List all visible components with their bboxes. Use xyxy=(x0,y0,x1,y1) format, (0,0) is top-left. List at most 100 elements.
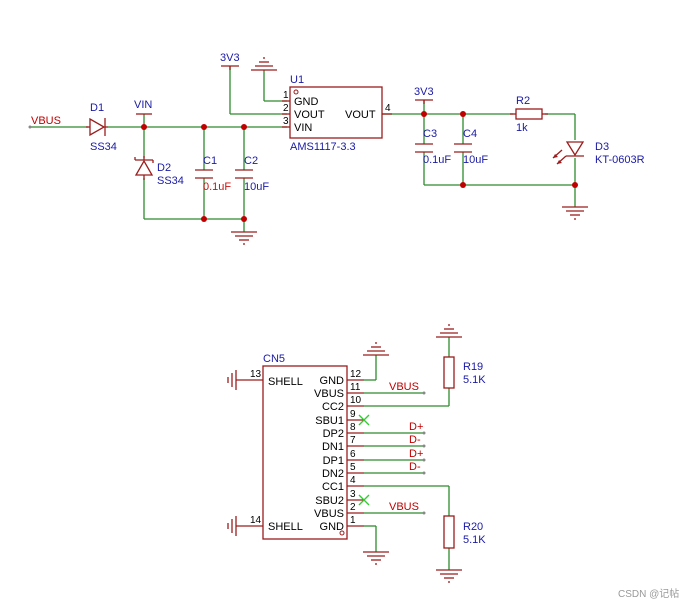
cn5-pin14-num: 14 xyxy=(250,515,262,526)
r2-ref: R2 xyxy=(516,95,530,107)
no-connect-sbu2 xyxy=(358,494,370,506)
capacitor-c1 xyxy=(195,169,213,179)
c4-value: 10uF xyxy=(463,154,488,166)
r20-value: 5.1K xyxy=(463,534,486,546)
ground-u1-top xyxy=(251,57,277,71)
c2-value: 10uF xyxy=(244,181,269,193)
d2-ref: D2 xyxy=(157,162,171,174)
net-label-dplus-pin6: D+ xyxy=(409,448,423,460)
watermark: CSDN @记帖 xyxy=(618,587,679,600)
ground-d3 xyxy=(562,206,588,220)
resistor-r20 xyxy=(443,515,455,549)
c1-value: 0.1uF xyxy=(203,181,231,193)
net-label-dplus-pin8: D+ xyxy=(409,421,423,433)
cn5-pin5-num: 5 xyxy=(350,462,356,473)
u1-pin1-name: GND xyxy=(294,96,319,108)
top-wires xyxy=(30,66,576,232)
u1-pin4-name: VOUT xyxy=(345,109,376,121)
power-flag-3v3-out xyxy=(415,99,433,104)
net-label-dminus-pin5: D- xyxy=(409,461,421,473)
cn5-pin13-name: SHELL xyxy=(268,376,303,388)
c2-ref: C2 xyxy=(244,155,258,167)
d3-ref: D3 xyxy=(595,141,609,153)
r19-value: 5.1K xyxy=(463,374,486,386)
u1-pin3-num: 3 xyxy=(283,116,289,127)
net-label-vbus-pin11: VBUS xyxy=(389,381,419,393)
capacitor-c2 xyxy=(235,169,253,179)
d3-value: KT-0603R xyxy=(595,154,645,166)
cn5-pin3-name: SBU2 xyxy=(315,495,344,507)
d2-value: SS34 xyxy=(157,175,184,187)
u1-value: AMS1117-3.3 xyxy=(290,141,356,153)
cn5-pin1-num: 1 xyxy=(350,515,356,526)
resistor-r19 xyxy=(443,356,455,389)
u1-pin4-num: 4 xyxy=(385,103,391,114)
r2-value: 1k xyxy=(516,122,528,134)
c1-ref: C1 xyxy=(203,155,217,167)
cn5-pin10-name: CC2 xyxy=(322,401,344,413)
net-label-vin: VIN xyxy=(134,99,152,111)
regulator-u1 xyxy=(282,86,392,139)
ground-cn5-top xyxy=(363,342,389,356)
net-label-dminus-pin7: D- xyxy=(409,434,421,446)
top-junctions xyxy=(141,111,578,222)
r19-ref: R19 xyxy=(463,361,483,373)
cn5-pin12-num: 12 xyxy=(350,369,362,380)
cn5-pin8-name: DP2 xyxy=(323,428,344,440)
c3-ref: C3 xyxy=(423,128,437,140)
u1-ref: U1 xyxy=(290,74,304,86)
cn5-pin13-num: 13 xyxy=(250,369,262,380)
d1-value: SS34 xyxy=(90,141,117,153)
cn5-pin8-num: 8 xyxy=(350,422,356,433)
cn5-right-stubs xyxy=(347,379,364,527)
c4-ref: C4 xyxy=(463,128,477,140)
ground-c2 xyxy=(231,231,257,245)
u1-pin1-num: 1 xyxy=(283,90,289,101)
cn5-pin11-num: 11 xyxy=(350,382,361,393)
cn5-pin4-num: 4 xyxy=(350,475,356,486)
c3-value: 0.1uF xyxy=(423,154,451,166)
cn5-pin7-name: DN1 xyxy=(322,441,344,453)
bottom-wires xyxy=(364,337,450,570)
connector-cn5 xyxy=(262,365,348,540)
u1-pin2-name: VOUT xyxy=(294,109,325,121)
diode-d2 xyxy=(134,156,154,180)
capacitor-c3 xyxy=(415,143,433,153)
cn5-pin1-name: GND xyxy=(320,521,345,533)
diode-d1 xyxy=(86,117,108,137)
ground-cn5-bottom xyxy=(363,551,389,565)
cn5-pin6-num: 6 xyxy=(350,449,356,460)
wire-end-markers xyxy=(28,125,426,515)
shell-grounds xyxy=(227,370,263,536)
u1-pin2-num: 2 xyxy=(283,103,289,114)
cn5-pin2-num: 2 xyxy=(350,502,356,513)
cn5-pin7-num: 7 xyxy=(350,435,356,446)
cn5-pin9-name: SBU1 xyxy=(315,415,344,427)
cn5-pin3-num: 3 xyxy=(350,489,356,500)
d1-ref: D1 xyxy=(90,102,104,114)
ground-r20 xyxy=(436,569,462,583)
net-label-3v3-out: 3V3 xyxy=(414,86,434,98)
cn5-pin4-name: CC1 xyxy=(322,481,344,493)
cn5-pin12-name: GND xyxy=(320,375,345,387)
capacitor-c4 xyxy=(454,143,472,153)
net-label-vbus-in: VBUS xyxy=(31,115,61,127)
cn5-ref: CN5 xyxy=(263,353,285,365)
power-flag-3v3-u1 xyxy=(221,65,239,70)
net-label-3v3-u1: 3V3 xyxy=(220,52,240,64)
cn5-pin6-name: DP1 xyxy=(323,455,344,467)
net-label-vbus-pin2: VBUS xyxy=(389,501,419,513)
cn5-pin14-name: SHELL xyxy=(268,521,303,533)
cn5-pin9-num: 9 xyxy=(350,409,356,420)
cn5-pin10-num: 10 xyxy=(350,395,362,406)
cn5-pin5-name: DN2 xyxy=(322,468,344,480)
r20-ref: R20 xyxy=(463,521,483,533)
cn5-pin11-name: VBUS xyxy=(314,388,344,400)
u1-pin3-name: VIN xyxy=(294,122,312,134)
no-connect-sbu1 xyxy=(358,414,370,426)
cn5-pin2-name: VBUS xyxy=(314,508,344,520)
led-d3 xyxy=(552,141,585,165)
ground-r19 xyxy=(436,324,462,338)
resistor-r2 xyxy=(510,108,548,120)
